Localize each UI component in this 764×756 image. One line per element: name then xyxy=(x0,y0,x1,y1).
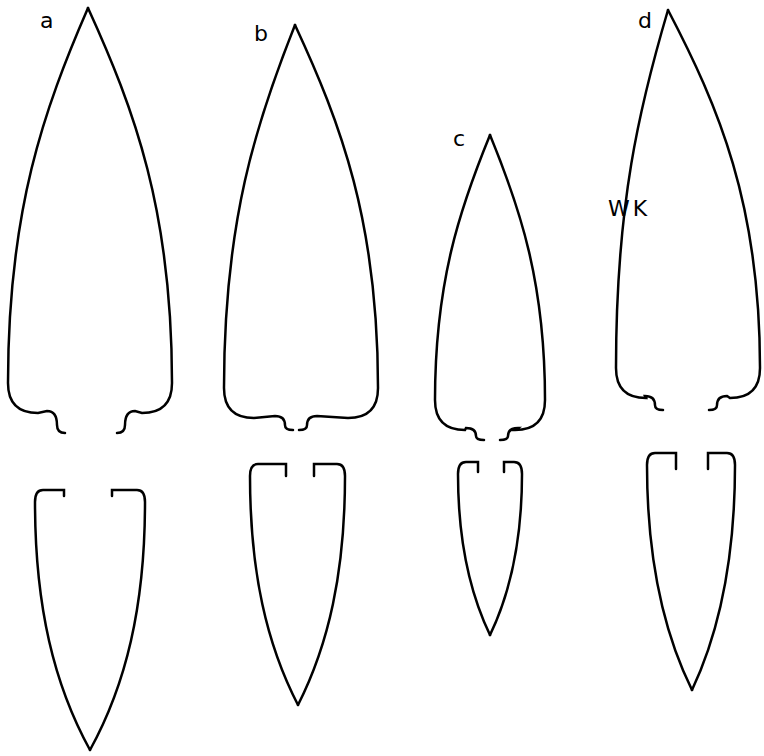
figure-letter: b xyxy=(254,23,268,45)
leaf-shape: WK xyxy=(610,6,762,418)
leaf-outline xyxy=(435,135,490,440)
leaf-outline xyxy=(668,10,760,410)
figure-letter: c xyxy=(453,128,465,150)
leaf-outline xyxy=(90,490,145,750)
leaf-outline xyxy=(295,25,378,430)
leaf-outline xyxy=(490,462,522,635)
leaf-outline xyxy=(8,8,88,433)
shape-label: WK xyxy=(608,196,650,221)
leaf-outline xyxy=(490,135,545,440)
leaf-outline xyxy=(88,8,172,433)
figure-letter: a xyxy=(40,10,53,32)
leaf-outline xyxy=(692,453,735,690)
leaf-outline xyxy=(224,25,295,430)
leaf-outline xyxy=(250,464,298,705)
figure-letter: d xyxy=(638,10,652,32)
leaf-outline xyxy=(298,464,345,705)
leaf-outline xyxy=(35,490,90,750)
leaf-outline xyxy=(647,453,692,690)
leaf-outline xyxy=(458,462,490,635)
